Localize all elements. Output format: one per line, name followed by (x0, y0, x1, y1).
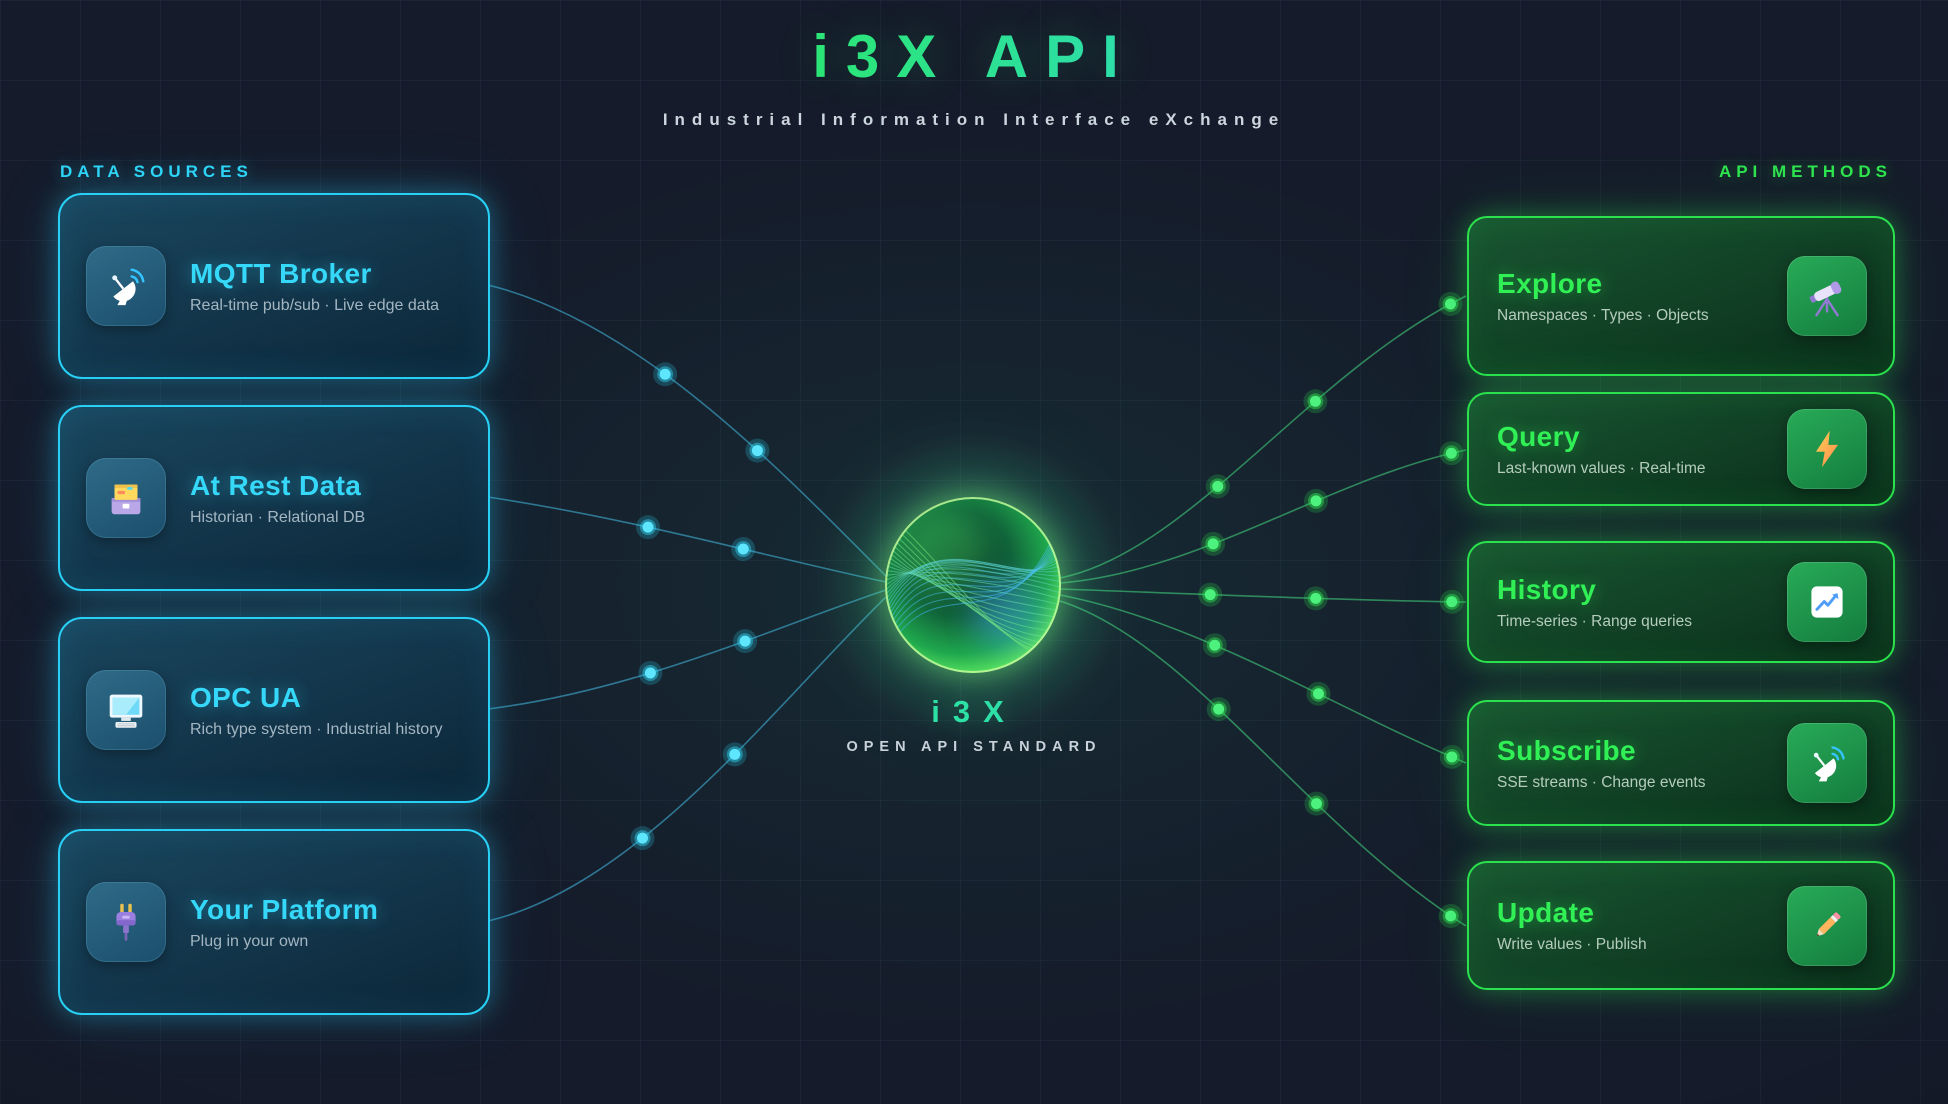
wire-hub-to-explore (1059, 295, 1467, 579)
electric-plug-icon (116, 903, 136, 941)
source-card-your-platform: Your Platform Plug in your own (58, 829, 490, 1015)
method-card-title: Update (1497, 897, 1595, 928)
wire-opcua-to-hub (487, 589, 887, 710)
method-card-subtitle: Last-known values · Real-time (1497, 459, 1706, 477)
method-card-subtitle: Time-series · Range queries (1497, 612, 1692, 630)
card-file-box-icon (111, 484, 141, 515)
icon-tile (86, 882, 166, 962)
wire-hub-to-query (1059, 449, 1467, 584)
hub-caption: OPEN API STANDARD (846, 739, 1102, 755)
wire-atrest-to-hub (487, 496, 887, 583)
source-card-subtitle: Historian · Relational DB (190, 508, 366, 526)
method-card-update: Update Write values · Publish (1467, 861, 1895, 990)
pencil-icon (1816, 911, 1841, 936)
icon-tile (86, 458, 166, 538)
source-card-subtitle: Real-time pub/sub · Live edge data (190, 296, 440, 314)
method-card-history: History Time-series · Range queries (1467, 541, 1895, 663)
lightning-icon (1816, 430, 1838, 468)
method-card-subtitle: SSE streams · Change events (1497, 773, 1706, 791)
wire-mqtt-to-hub (487, 284, 887, 577)
icon-tile (86, 246, 166, 326)
telescope-icon (1809, 281, 1842, 317)
wire-platform-to-hub (487, 596, 887, 922)
method-card-subtitle: Namespaces · Types · Objects (1497, 306, 1709, 324)
icon-tile (1787, 409, 1867, 489)
icon-tile (1787, 562, 1867, 642)
icon-tile (1787, 256, 1867, 336)
source-card-title: MQTT Broker (190, 257, 372, 289)
method-card-title: History (1497, 573, 1597, 605)
method-card-subtitle: Write values · Publish (1497, 936, 1647, 953)
source-card-subtitle: Plug in your own (190, 932, 309, 950)
wire-hub-to-subscribe (1059, 594, 1467, 764)
wire-hub-to-update (1059, 600, 1467, 927)
wire-hub-to-history (1059, 588, 1467, 603)
source-card-title: At Rest Data (190, 469, 362, 501)
icon-tile (1787, 723, 1867, 803)
source-card-at-rest-data: At Rest Data Historian · Relational DB (58, 405, 490, 591)
satellite-dish-icon (112, 268, 145, 306)
source-card-title: Your Platform (190, 893, 379, 925)
icon-tile (1787, 885, 1867, 966)
method-card-query: Query Last-known values · Real-time (1467, 392, 1895, 506)
method-card-title: Query (1497, 420, 1580, 452)
chart-increasing-icon (1811, 586, 1843, 618)
hub-orb (885, 497, 1061, 673)
method-card-title: Explore (1497, 267, 1603, 299)
source-card-mqtt-broker: MQTT Broker Real-time pub/sub · Live edg… (58, 193, 490, 379)
method-card-explore: Explore Namespaces · Types · Objects (1467, 216, 1895, 376)
hub-label: i3X (0, 694, 1948, 730)
